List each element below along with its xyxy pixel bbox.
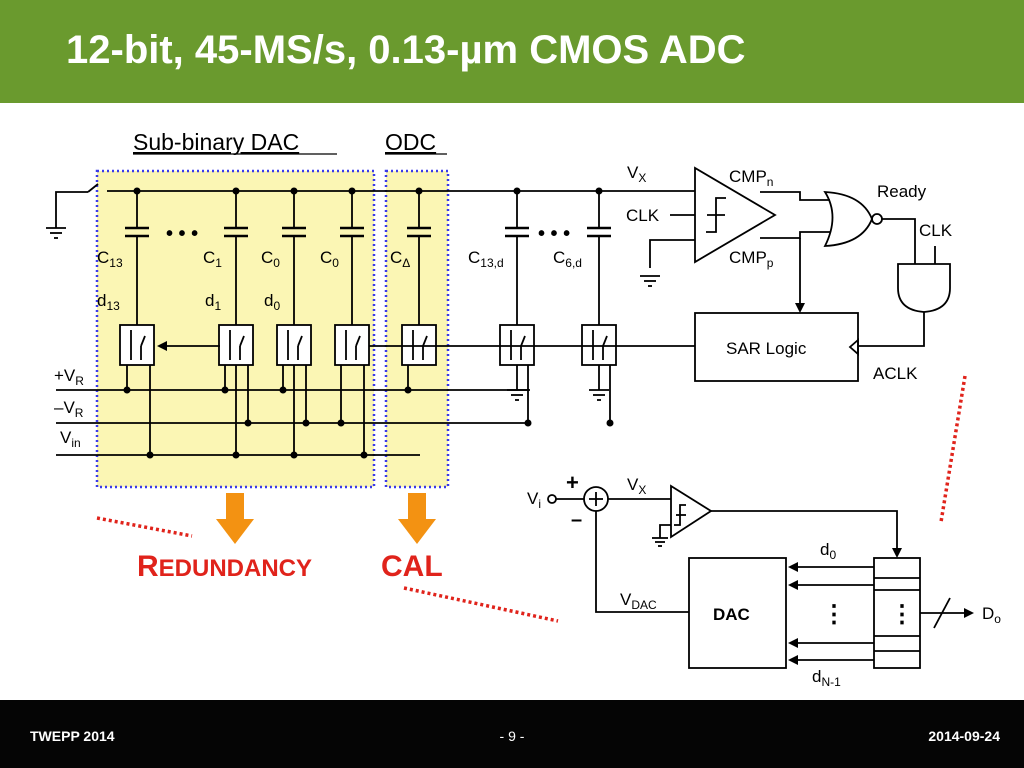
capacitor-switch-column: [119, 187, 155, 459]
inset-minus-sign: –: [571, 509, 582, 531]
label-clk2: CLK: [919, 221, 953, 240]
cal-arrow-icon: [398, 493, 436, 544]
label-c1: C1: [203, 248, 222, 270]
ellipsis-dummy: • • •: [538, 223, 570, 245]
label-clk: CLK: [626, 206, 660, 225]
inset-sar-block-diagram: [547, 484, 974, 669]
cal-callout: CAL: [381, 550, 443, 583]
inset-vdots-dac: ⋮: [822, 601, 846, 628]
label-cmpn: CMPn: [729, 167, 773, 189]
title-bar: [0, 0, 1024, 103]
and-gate-symbol: [897, 263, 951, 313]
label-aclk: ACLK: [873, 364, 918, 383]
dummy-capacitor-column: [581, 187, 617, 427]
ground-icon: [640, 275, 660, 287]
inset-dac-label: DAC: [713, 605, 750, 624]
inset-label-vx: VX: [627, 475, 646, 497]
red-dotted-line: [403, 586, 559, 623]
label-d1: d1: [205, 291, 221, 313]
nor-gate-symbol: [823, 191, 883, 247]
label-c0b: C0: [320, 248, 339, 270]
label-d13: d13: [97, 291, 120, 313]
inset-label-dn1: dN-1: [812, 667, 841, 689]
capacitor-switch-column: [218, 187, 254, 459]
footer-bar: TWEPP 2014 - 9 - 2014-09-24: [0, 700, 1024, 768]
inset-label-do: Do: [982, 604, 1001, 626]
label-c13: C13: [97, 248, 123, 270]
label-ready: Ready: [877, 182, 927, 201]
inset-vdots-reg: ⋮: [890, 601, 914, 628]
redundancy-arrow-icon: [216, 493, 254, 544]
label-c0a: C0: [261, 248, 280, 270]
dac-header: Sub-binary DAC: [133, 129, 299, 155]
ellipsis-dac: • • •: [166, 223, 198, 245]
label-c6d: C6,d: [553, 248, 582, 270]
inset-label-d0: d0: [820, 540, 836, 562]
label-d0: d0: [264, 291, 280, 313]
label-cmpp: CMPp: [729, 248, 774, 270]
label-sar-logic: SAR Logic: [726, 339, 807, 358]
inset-label-vi: Vi: [527, 489, 541, 511]
inset-plus-sign: +: [566, 470, 579, 495]
odc-header: ODC: [385, 129, 436, 155]
label-vin: Vin: [60, 428, 81, 450]
red-dotted-line: [939, 375, 967, 523]
capacitor-switch-column: [401, 187, 437, 394]
label-c13d: C13,d: [468, 248, 504, 270]
footer-page-number: - 9 -: [499, 728, 525, 744]
ground-icon: [46, 227, 66, 239]
footer-conference: TWEPP 2014: [30, 728, 115, 744]
label-cdelta: CΔ: [390, 248, 410, 270]
slide-title: 12-bit, 45-MS/s, 0.13-µm CMOS ADC: [66, 28, 746, 72]
label-vrn: –VR: [54, 398, 84, 420]
label-vrp: +VR: [54, 366, 84, 388]
red-dotted-line: [96, 516, 193, 538]
redundancy-callout: REDUNDANCY: [137, 550, 312, 583]
inset-label-vdac: VDAC: [620, 590, 657, 612]
capacitor-switch-column: [276, 187, 312, 459]
label-vx-top: VX: [627, 163, 646, 185]
footer-date: 2014-09-24: [928, 728, 1000, 744]
